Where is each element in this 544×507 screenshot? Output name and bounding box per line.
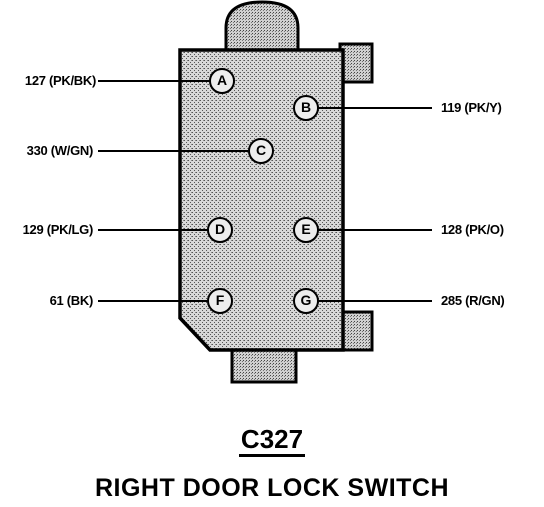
pin-g: G [293,288,319,314]
connector-id-text: C327 [238,424,306,457]
connector-id: C327 [0,424,544,457]
connector-latch-upper [338,42,374,84]
connector-latch-lower [338,310,374,352]
circuit-label-a: 127 (PK/BK) [24,73,96,88]
pin-leads [98,80,432,302]
pin-a: A [209,68,235,94]
pin-f: F [207,288,233,314]
pin-d: D [207,217,233,243]
pin-b: B [293,95,319,121]
connector-body [178,48,345,352]
circuit-label-d: 129 (PK/LG) [22,222,94,237]
connector-name: RIGHT DOOR LOCK SWITCH [94,474,450,502]
circuit-label-e: 128 (PK/O) [441,222,504,237]
circuit-label-g: 285 (R/GN) [441,293,505,308]
pin-c: C [248,138,274,164]
connector-top-tab [224,0,300,52]
pin-e: E [293,217,319,243]
circuit-label-b: 119 (PK/Y) [441,100,502,115]
circuit-label-c: 330 (W/GN) [26,143,94,158]
circuit-label-f: 61 (BK) [49,293,94,308]
